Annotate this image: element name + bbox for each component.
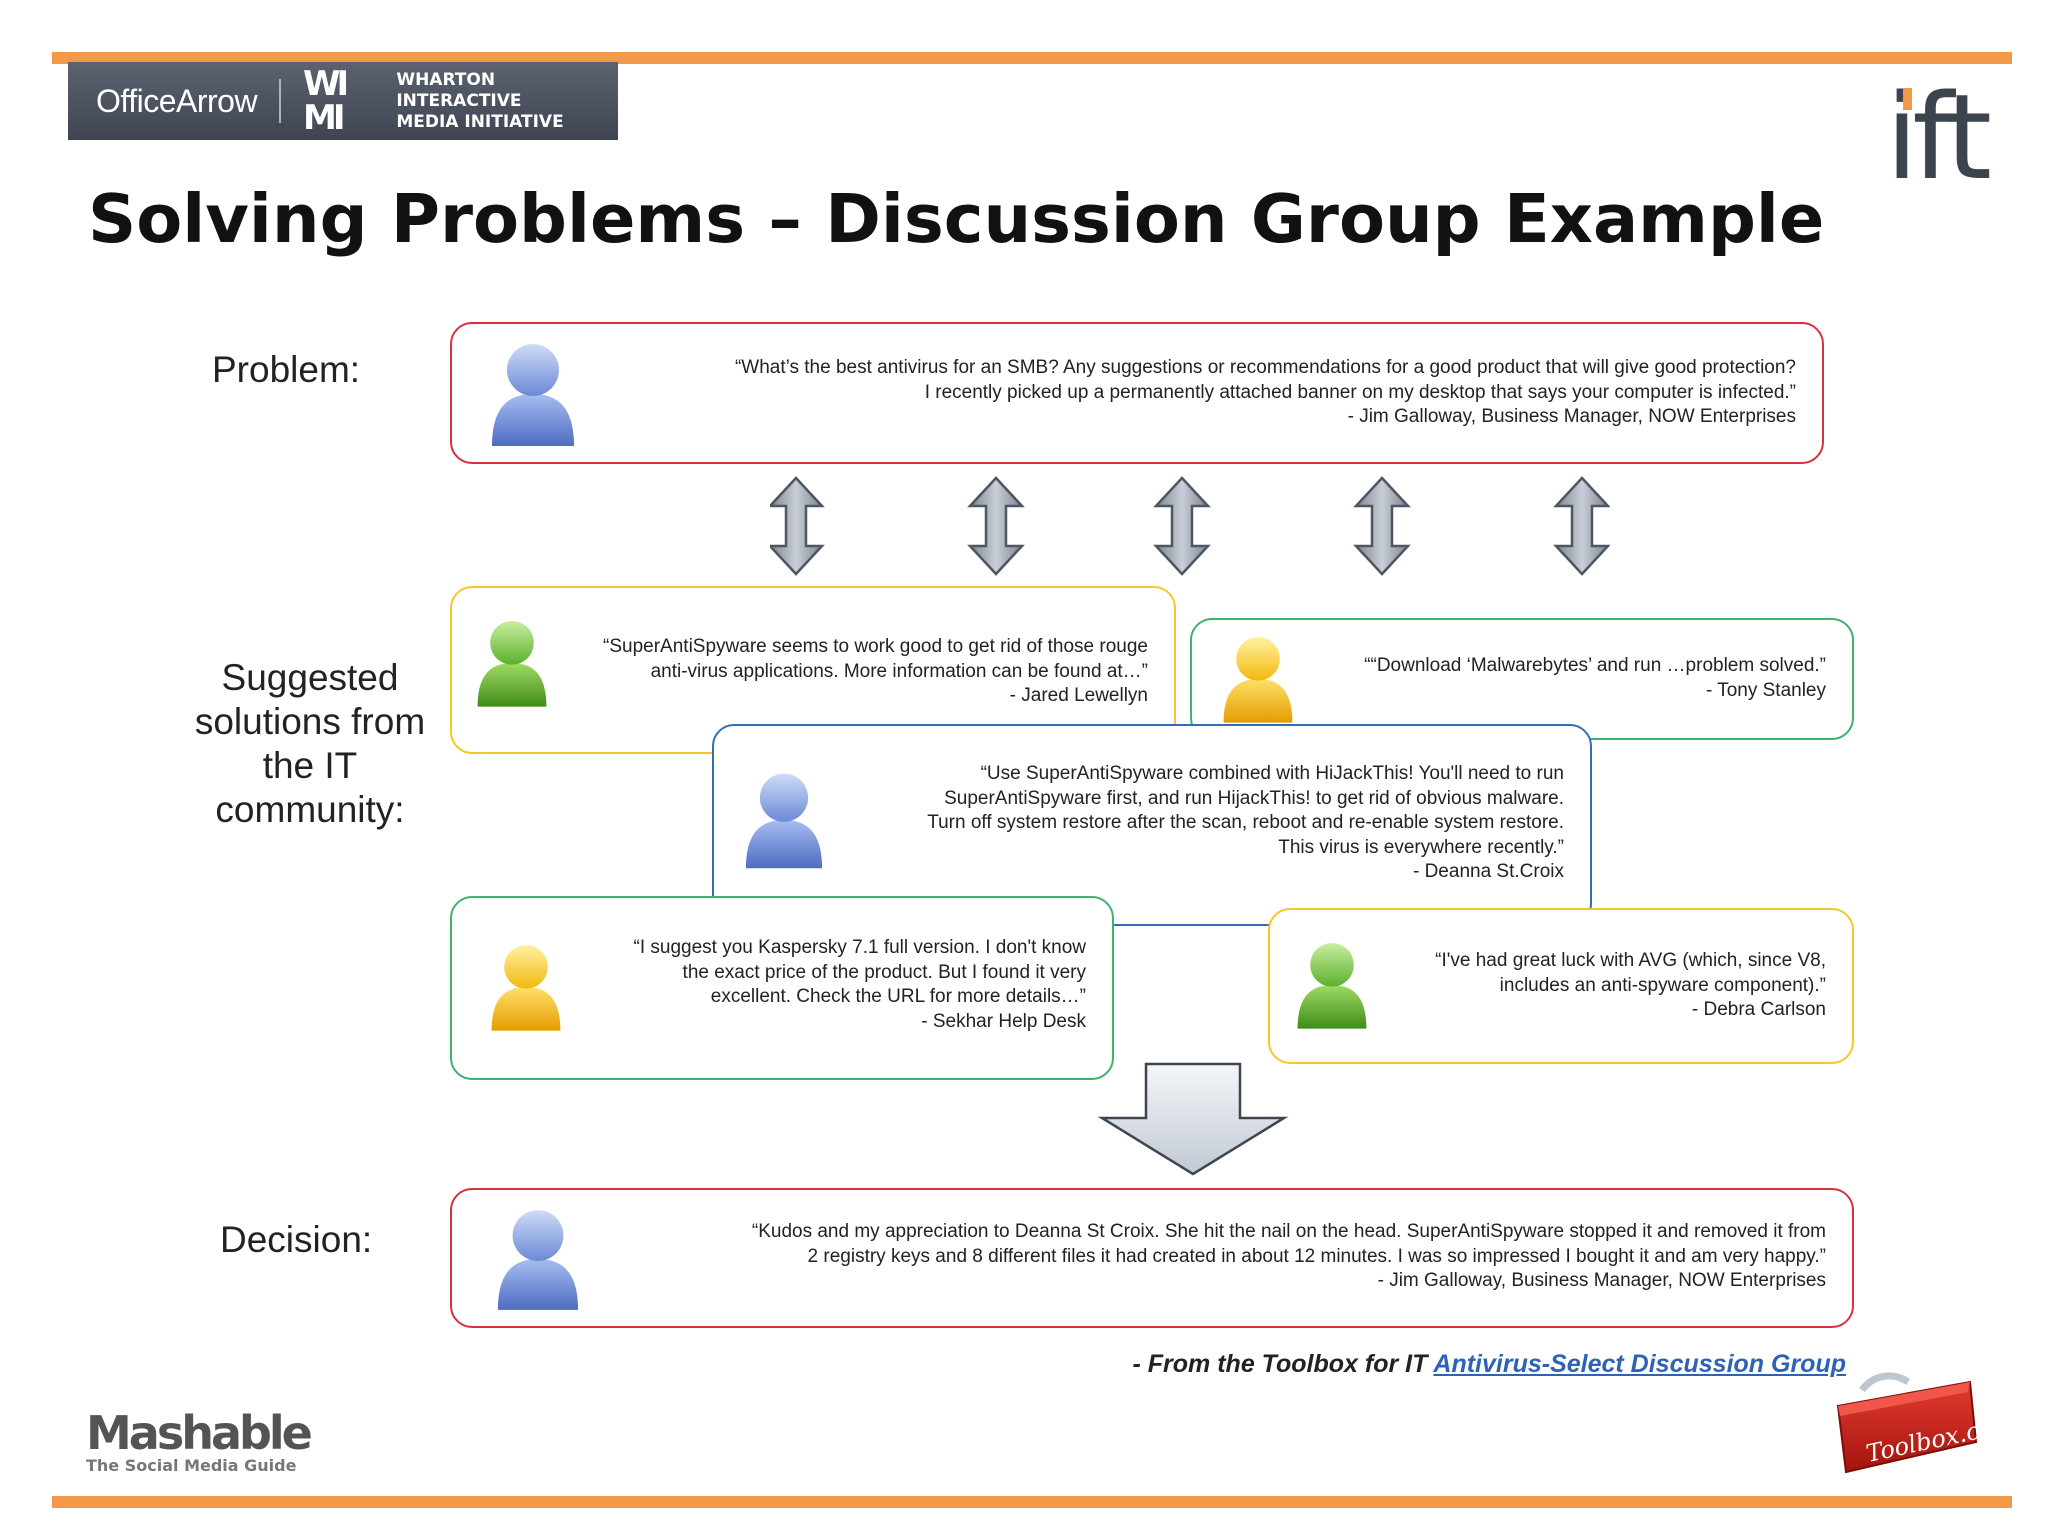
double-arrow-row — [770, 476, 1610, 576]
quote-line: “Use SuperAntiSpyware combined with HiJa… — [980, 763, 1564, 784]
suggested-label-line: community: — [215, 789, 405, 830]
user-green-icon — [1297, 943, 1367, 1029]
suggested-label-line: the IT — [262, 745, 358, 786]
quote-line: - Jim Galloway, Business Manager, NOW En… — [1377, 1270, 1826, 1291]
quote-line: “Kudos and my appreciation to Deanna St … — [751, 1221, 1826, 1242]
quote-line: “I suggest you Kaspersky 7.1 full versio… — [633, 937, 1086, 958]
ift-logo-dot — [1903, 88, 1913, 110]
quote-line: SuperAntiSpyware first, and run HijackTh… — [944, 787, 1564, 809]
quote-line: 2 registry keys and 8 different files it… — [807, 1245, 1826, 1267]
solution-card-debra: “I've had great luck with AVG (which, si… — [1268, 908, 1854, 1064]
solution-quote: “I suggest you Kaspersky 7.1 full versio… — [634, 936, 1086, 1034]
problem-quote: “What’s the best antivirus for an SMB? A… — [735, 356, 1796, 430]
quote-line: - Jared Lewellyn — [1009, 685, 1148, 706]
wharton-line-1: WHARTON INTERACTIVE — [396, 69, 522, 111]
quote-line: anti-virus applications. More informatio… — [650, 660, 1148, 682]
quote-line: - Debra Carlson — [1691, 999, 1826, 1020]
solution-quote: “I've had great luck with AVG (which, si… — [1435, 949, 1826, 1023]
ift-logo-text: ift — [1885, 68, 1992, 206]
discussion-group-link[interactable]: Antivirus-Select Discussion Group — [1433, 1350, 1846, 1378]
suggested-label: Suggested solutions from the IT communit… — [190, 656, 430, 832]
quote-line: excellent. Check the URL for more detail… — [710, 986, 1086, 1007]
quote-line: - Sekhar Help Desk — [921, 1010, 1086, 1032]
decision-label: Decision: — [220, 1219, 373, 1260]
solution-card-sekhar: “I suggest you Kaspersky 7.1 full versio… — [450, 896, 1114, 1080]
solution-card-deanna: “Use SuperAntiSpyware combined with HiJa… — [712, 724, 1592, 926]
suggested-label-line: Suggested — [221, 657, 399, 698]
wharton-line-2: MEDIA INITIATIVE — [396, 111, 564, 132]
solution-quote: “Use SuperAntiSpyware combined with HiJa… — [927, 762, 1564, 885]
mashable-logo: Mashable The Social Media Guide — [86, 1406, 313, 1475]
toolbox-logo-icon: Toolbox.com — [1836, 1372, 1980, 1474]
quote-line: This virus is everywhere recently.” — [1278, 836, 1564, 858]
solution-quote: “SuperAntiSpyware seems to work good to … — [603, 635, 1148, 709]
solution-quote: ““Download ‘Malwarebytes’ and run …probl… — [1364, 654, 1826, 703]
problem-card: “What’s the best antivirus for an SMB? A… — [450, 322, 1824, 464]
bottom-accent-bar — [52, 1496, 2012, 1508]
user-blue-icon — [745, 773, 823, 869]
top-accent-bar — [52, 52, 2012, 64]
quote-line: Turn off system restore after the scan, … — [927, 812, 1564, 833]
mashable-tagline: The Social Media Guide — [86, 1456, 297, 1475]
user-blue-icon — [492, 344, 574, 446]
quote-line: - Jim Galloway, Business Manager, NOW En… — [1347, 406, 1796, 427]
quote-line: “SuperAntiSpyware seems to work good to … — [603, 636, 1148, 657]
ift-logo: ift — [1885, 78, 1992, 196]
quote-line: I recently picked up a permanently attac… — [924, 381, 1796, 403]
mashable-wordmark: Mashable — [86, 1406, 313, 1460]
decision-quote: “Kudos and my appreciation to Deanna St … — [752, 1220, 1826, 1294]
source-prefix: - From the Toolbox for IT — [1132, 1350, 1434, 1378]
quote-line: - Deanna St.Croix — [1412, 861, 1564, 882]
page-title: Solving Problems – Discussion Group Exam… — [88, 180, 1825, 258]
user-blue-icon — [497, 1210, 579, 1310]
quote-line: the exact price of the product. But I fo… — [682, 961, 1086, 983]
header-logo-panel: OfficeArrow WI MI WHARTON INTERACTIVE ME… — [68, 62, 618, 140]
wharton-logo-text: WHARTON INTERACTIVE MEDIA INITIATIVE — [396, 70, 618, 133]
wharton-mark-logo: WI MI — [302, 64, 349, 138]
user-green-icon — [477, 621, 547, 707]
quote-line: “I've had great luck with AVG (which, si… — [1435, 950, 1826, 971]
solution-card-tony: ““Download ‘Malwarebytes’ and run …probl… — [1190, 618, 1854, 740]
user-yellow-icon — [1223, 637, 1293, 723]
decision-card: “Kudos and my appreciation to Deanna St … — [450, 1188, 1854, 1328]
quote-line: includes an anti-spyware component).” — [1499, 974, 1826, 996]
quote-line: ““Download ‘Malwarebytes’ and run …probl… — [1364, 655, 1826, 676]
quote-line: “What’s the best antivirus for an SMB? A… — [734, 357, 1796, 378]
suggested-label-line: solutions from — [194, 701, 426, 742]
user-yellow-icon — [491, 945, 561, 1031]
down-arrow — [1098, 1062, 1288, 1176]
logo-divider — [279, 79, 281, 123]
office-arrow-logo: OfficeArrow — [96, 82, 258, 119]
quote-line: - Tony Stanley — [1705, 679, 1826, 701]
source-credit: - From the Toolbox for IT Antivirus-Sele… — [1133, 1350, 1847, 1379]
problem-label: Problem: — [212, 349, 361, 390]
